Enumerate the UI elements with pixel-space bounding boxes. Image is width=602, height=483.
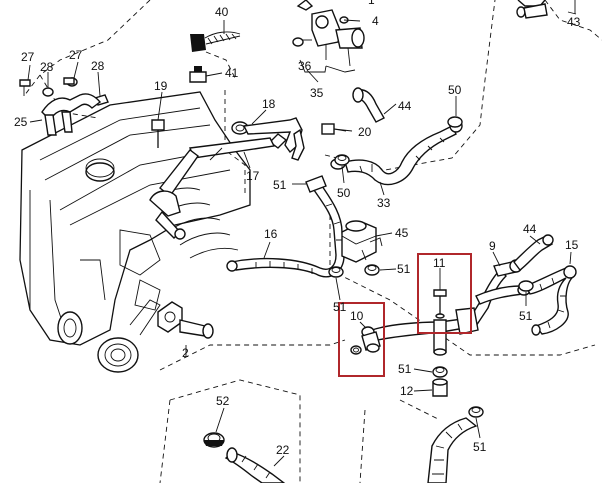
callout-28b: 28 <box>91 59 105 73</box>
callout-27a: 27 <box>21 50 35 64</box>
callout-33: 33 <box>377 196 391 210</box>
callout-44a: 44 <box>398 99 412 113</box>
clamp-51-upper <box>328 264 380 278</box>
callout-10: 10 <box>350 309 364 323</box>
callout-17: 17 <box>246 169 260 183</box>
callout-28a: 28 <box>40 60 54 74</box>
part-2-flange <box>157 301 214 356</box>
hose-33 <box>330 119 463 186</box>
hose-15 <box>525 265 577 336</box>
dashed-group-lines <box>23 0 602 483</box>
callout-51b: 51 <box>397 262 411 276</box>
callout-44b: 44 <box>523 222 537 236</box>
highlight-part-11 <box>417 253 472 334</box>
part-10 <box>350 326 381 355</box>
oil-filler-cap-icon <box>85 162 115 182</box>
callout-15: 15 <box>565 238 579 252</box>
clamps-mid <box>334 116 534 292</box>
callout-2: 2 <box>182 346 189 360</box>
bleeder-pipe-group <box>19 77 109 136</box>
callout-11: 11 <box>433 256 446 270</box>
callout-36: 36 <box>298 59 312 73</box>
callout-27b: 27 <box>69 48 83 62</box>
callout-51d: 51 <box>333 300 347 314</box>
highlight-part-10 <box>338 302 385 377</box>
callout-35: 35 <box>310 86 324 100</box>
callout-45: 45 <box>395 226 409 240</box>
pipe-17-group <box>149 117 353 240</box>
callout-50b: 50 <box>337 186 351 200</box>
callout-12: 12 <box>400 384 414 398</box>
callout-51e: 51 <box>398 362 412 376</box>
callout-numbers: 1 4 40 41 43 27 28 27 28 25 19 36 35 44 … <box>14 0 581 457</box>
callout-18: 18 <box>262 97 276 111</box>
expansion-tank-45 <box>341 220 383 263</box>
sensor-group <box>189 0 365 83</box>
callout-40: 40 <box>215 5 229 19</box>
callout-20: 20 <box>358 125 372 139</box>
leader-lines <box>27 11 577 467</box>
thermostat-housing-icon <box>97 337 139 373</box>
callout-50a: 50 <box>448 83 462 97</box>
pipe-9-assembly <box>370 259 531 356</box>
callout-22: 22 <box>276 443 290 457</box>
callout-25: 25 <box>14 115 28 129</box>
callout-1: 1 <box>368 0 375 7</box>
callout-43: 43 <box>567 15 581 29</box>
bottom-hoses <box>203 406 484 483</box>
hose-44-right <box>513 234 554 271</box>
callout-51c: 51 <box>519 309 533 323</box>
callout-16: 16 <box>264 227 278 241</box>
cap-12-group <box>432 366 448 397</box>
callout-19: 19 <box>154 79 168 93</box>
highlights <box>338 253 472 377</box>
callout-51f: 51 <box>473 440 487 454</box>
callout-51a: 51 <box>273 178 287 192</box>
callout-52: 52 <box>216 394 230 408</box>
hose-44-upper <box>352 87 385 123</box>
callout-4: 4 <box>372 14 379 28</box>
callout-9: 9 <box>489 239 496 253</box>
part-43 <box>516 0 576 19</box>
callout-41: 41 <box>225 66 239 80</box>
